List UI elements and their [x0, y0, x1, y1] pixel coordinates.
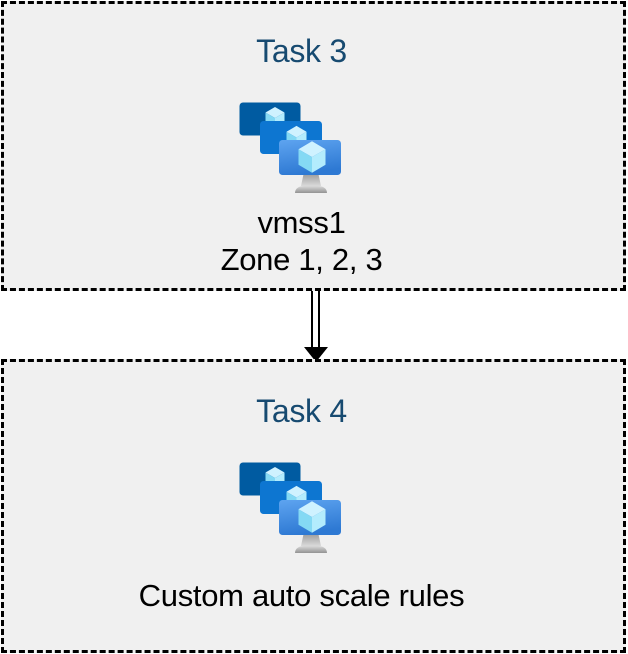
task-3-label: vmss1 Zone 1, 2, 3 [0, 204, 611, 278]
arrow-head-icon [304, 347, 328, 362]
task-3-node: Task 3 vmss1 Zone 1, 2, 3 [1, 1, 626, 291]
autoscale-rules-text: Custom auto scale rules [138, 578, 465, 613]
task-4-title: Task 4 [256, 393, 347, 429]
vm-scale-set-icon [239, 462, 343, 554]
zone-text: Zone 1, 2, 3 [220, 242, 383, 277]
task-4-node: Task 4 Custom auto scale rules [1, 359, 626, 653]
vm-scale-set-icon [239, 102, 343, 194]
task-4-label: Custom auto scale rules [0, 577, 611, 614]
task-3-title: Task 3 [256, 33, 347, 69]
arrow-shaft [311, 291, 320, 350]
vmss-name-text: vmss1 [257, 205, 346, 240]
